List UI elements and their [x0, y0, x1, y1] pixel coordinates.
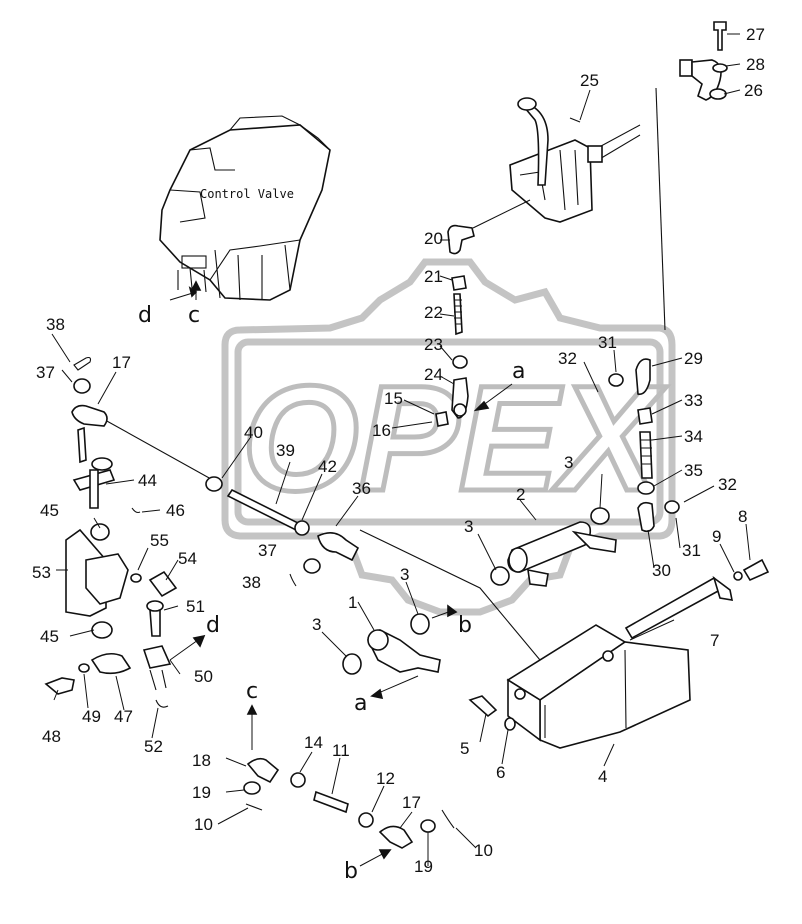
part-label-32a: 32	[558, 349, 577, 368]
part-label-42: 42	[318, 457, 337, 476]
letter-c-top: c	[188, 303, 200, 328]
clevis-26	[679, 21, 728, 101]
part-label-5: 5	[460, 739, 469, 758]
control-valve-label: Control Valve	[200, 187, 294, 201]
bolt-5	[468, 695, 516, 731]
letter-d-middle: d	[206, 613, 220, 638]
watermark: OPEX	[221, 258, 676, 616]
rod-26-29	[655, 87, 666, 331]
part-label-14: 14	[304, 733, 323, 752]
part-label-50: 50	[194, 667, 213, 686]
watermark-inner-frame	[234, 338, 664, 526]
part-label-22: 22	[424, 303, 443, 322]
part-label-28: 28	[746, 55, 765, 74]
part-label-49: 49	[82, 707, 101, 726]
part-label-45b: 45	[40, 627, 59, 646]
left-parts-lower	[44, 600, 172, 708]
part-label-33: 33	[684, 391, 703, 410]
letter-c-bottom: c	[246, 679, 258, 704]
part-label-2: 2	[516, 485, 525, 504]
part-label-36: 36	[352, 479, 371, 498]
part-label-44: 44	[138, 471, 157, 490]
bracket-53	[65, 523, 178, 639]
part-label-38a: 38	[46, 315, 65, 334]
part-label-32b: 32	[718, 475, 737, 494]
part-label-1: 1	[348, 593, 357, 612]
rod-end-20	[447, 224, 475, 255]
letter-a-bottom: a	[354, 691, 367, 716]
bolt-39	[205, 476, 360, 587]
part-label-24: 24	[424, 365, 443, 384]
part-label-17b: 17	[402, 793, 421, 812]
part-label-3a: 3	[464, 517, 473, 536]
part-label-25: 25	[580, 71, 599, 90]
part-label-31b: 31	[682, 541, 701, 560]
letter-b-bottom: b	[344, 859, 358, 884]
part-label-35: 35	[684, 461, 703, 480]
bracket-4	[506, 624, 691, 749]
parts-29-35	[608, 358, 680, 533]
part-label-11: 11	[332, 741, 350, 760]
linkage-1	[342, 613, 441, 675]
part-label-4: 4	[598, 767, 607, 786]
part-label-16: 16	[372, 421, 391, 440]
part-label-3c: 3	[400, 565, 409, 584]
linkage-2	[490, 507, 617, 587]
part-label-23: 23	[424, 335, 443, 354]
part-label-9: 9	[712, 527, 721, 546]
letter-b-middle: b	[458, 613, 472, 638]
lever-assembly	[472, 97, 641, 229]
part-label-40: 40	[244, 423, 263, 442]
part-label-30: 30	[652, 561, 671, 580]
part-label-39: 39	[276, 441, 295, 460]
part-label-55: 55	[150, 531, 169, 550]
part-label-47: 47	[114, 707, 133, 726]
part-label-8: 8	[738, 507, 747, 526]
part-label-54: 54	[178, 549, 197, 568]
part-label-6: 6	[496, 763, 505, 782]
part-label-26: 26	[744, 81, 763, 100]
part-label-48: 48	[42, 727, 61, 746]
part-label-38b: 38	[242, 573, 261, 592]
part-label-19b: 19	[414, 857, 433, 876]
part-label-45a: 45	[40, 501, 59, 520]
rod-7	[624, 575, 734, 640]
bottom-parts	[243, 757, 455, 849]
part-number-labels: 1 2 3 3 3 3 3 4 5 6 7 8 9 10 10 11 12 14…	[32, 25, 765, 876]
part-label-31a: 31	[598, 333, 617, 352]
leader-lines	[51, 33, 751, 866]
assembly-line	[104, 419, 541, 661]
part-label-18: 18	[192, 751, 211, 770]
part-label-20: 20	[424, 229, 443, 248]
part-label-52: 52	[144, 737, 163, 756]
part-label-10a: 10	[194, 815, 213, 834]
control-valve: Control Valve	[159, 115, 331, 301]
part-label-3d: 3	[312, 615, 321, 634]
part-label-15: 15	[384, 389, 403, 408]
part-label-19a: 19	[192, 783, 211, 802]
bolt-8-9	[733, 558, 770, 582]
part-label-10b: 10	[474, 841, 493, 860]
nut-stack	[435, 275, 469, 427]
part-label-3b: 3	[564, 453, 573, 472]
part-label-37b: 37	[258, 541, 277, 560]
part-label-34: 34	[684, 427, 703, 446]
letter-a-top: a	[512, 359, 525, 384]
left-parts-upper	[71, 356, 141, 514]
part-label-46: 46	[166, 501, 185, 520]
part-label-12: 12	[376, 769, 395, 788]
part-label-7: 7	[710, 631, 719, 650]
part-label-17a: 17	[112, 353, 131, 372]
part-label-29: 29	[684, 349, 703, 368]
connection-arrows	[169, 280, 513, 867]
connection-letters: a a b b c c d d	[138, 303, 525, 884]
part-label-53: 53	[32, 563, 51, 582]
part-label-51: 51	[186, 597, 205, 616]
letter-d-top: d	[138, 303, 152, 328]
part-label-27: 27	[746, 25, 765, 44]
part-label-21: 21	[424, 267, 443, 286]
part-label-37a: 37	[36, 363, 55, 382]
